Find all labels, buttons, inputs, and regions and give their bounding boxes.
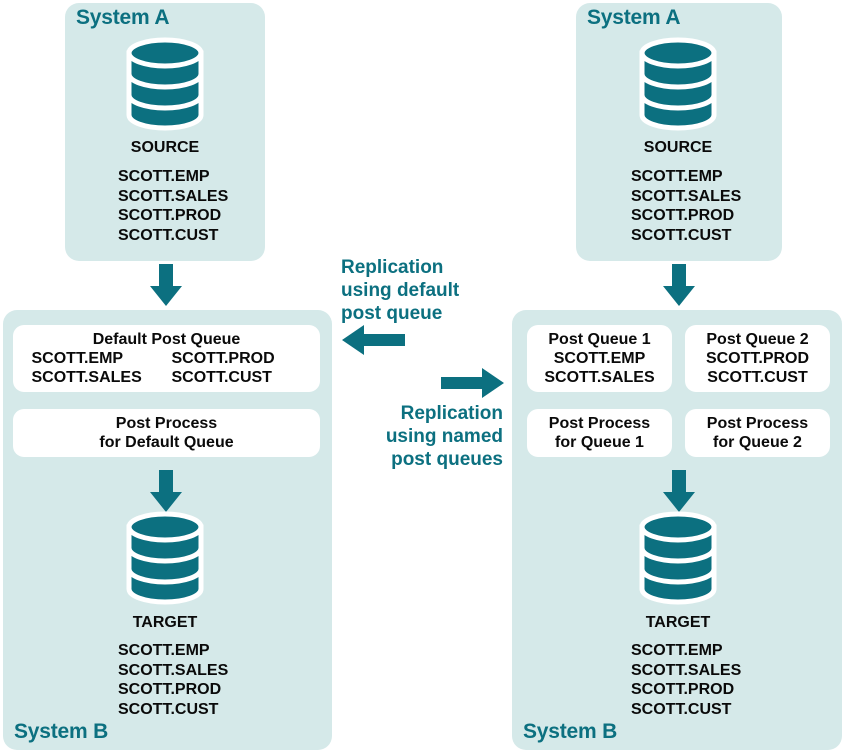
- arrow-down-icon: [660, 264, 698, 306]
- default-post-queue-title: Default Post Queue: [92, 331, 241, 348]
- database-cylinder-icon: [124, 511, 206, 609]
- table-item: SCOTT.PROD: [171, 350, 275, 367]
- arrow-down-icon: [660, 470, 698, 512]
- table-item: SCOTT.CUST: [118, 700, 219, 718]
- panel-left-system-a-title: System A: [76, 6, 170, 29]
- source-label-left: SOURCE: [130, 139, 200, 156]
- default-post-process-box[interactable]: Post Process for Default Queue: [13, 409, 320, 457]
- source-label-right: SOURCE: [643, 139, 713, 156]
- post-queue-1-box[interactable]: Post Queue 1 SCOTT.EMP SCOTT.SALES: [527, 325, 672, 392]
- table-item: SCOTT.EMP: [553, 350, 646, 367]
- post-process-2-line-1: Post Process: [706, 415, 809, 432]
- post-queue-2-title: Post Queue 2: [706, 331, 809, 348]
- table-item: SCOTT.PROD: [118, 207, 222, 224]
- panel-right-system-b-title: System B: [523, 720, 618, 743]
- table-item: SCOTT.PROD: [631, 207, 735, 224]
- target-label-right: TARGET: [645, 614, 711, 631]
- table-item: SCOTT.PROD: [631, 681, 735, 698]
- source-table-list-right: SCOTT.EMP SCOTT.SALES SCOTT.PROD SCOTT.C…: [631, 167, 741, 245]
- arrow-left-icon: [342, 325, 405, 355]
- table-item: SCOTT.CUST: [118, 226, 219, 244]
- table-item: SCOTT.EMP: [118, 168, 210, 185]
- replication-named-line-3: post queues: [391, 449, 503, 470]
- database-cylinder-icon: [637, 37, 719, 135]
- table-item: SCOTT.PROD: [705, 350, 810, 367]
- table-item: SCOTT.EMP: [31, 350, 124, 367]
- target-table-list-left: SCOTT.EMP SCOTT.SALES SCOTT.PROD SCOTT.C…: [118, 641, 228, 719]
- panel-right-system-a-title: System A: [587, 6, 681, 29]
- panel-left-system-b-title: System B: [14, 720, 109, 743]
- replication-default-line-1: Replication: [341, 257, 444, 278]
- table-item: SCOTT.EMP: [118, 642, 210, 659]
- table-item: SCOTT.PROD: [118, 681, 222, 698]
- table-item: SCOTT.CUST: [171, 369, 272, 386]
- table-item: SCOTT.SALES: [31, 369, 142, 386]
- table-item: SCOTT.EMP: [631, 168, 723, 185]
- table-item: SCOTT.SALES: [631, 187, 742, 205]
- target-label-left: TARGET: [132, 614, 198, 631]
- table-item: SCOTT.CUST: [707, 369, 808, 386]
- target-table-list-right: SCOTT.EMP SCOTT.SALES SCOTT.PROD SCOTT.C…: [631, 641, 741, 719]
- table-item: SCOTT.EMP: [631, 642, 723, 659]
- replication-default-label: Replication using default post queue: [341, 256, 459, 325]
- post-process-1-line-1: Post Process: [548, 415, 651, 432]
- table-item: SCOTT.SALES: [544, 369, 655, 386]
- post-process-2-line-2: for Queue 2: [713, 434, 802, 451]
- default-post-queue-tables: SCOTT.EMP SCOTT.SALES SCOTT.PROD SCOTT.C…: [32, 349, 302, 387]
- table-item: SCOTT.SALES: [631, 661, 742, 679]
- table-item: SCOTT.SALES: [118, 187, 229, 205]
- table-item: SCOTT.SALES: [118, 661, 229, 679]
- post-queue-2-box[interactable]: Post Queue 2 SCOTT.PROD SCOTT.CUST: [685, 325, 830, 392]
- replication-named-line-2: using named: [385, 426, 503, 447]
- default-post-queue-box[interactable]: Default Post Queue SCOTT.EMP SCOTT.SALES…: [13, 325, 320, 392]
- replication-named-label: Replication using named post queues: [334, 402, 503, 471]
- post-queue-1-title: Post Queue 1: [548, 331, 651, 348]
- arrow-right-icon: [441, 368, 504, 398]
- post-process-queue-1-box[interactable]: Post Process for Queue 1: [527, 409, 672, 457]
- arrow-down-icon: [147, 470, 185, 512]
- source-table-list-left: SCOTT.EMP SCOTT.SALES SCOTT.PROD SCOTT.C…: [118, 167, 228, 245]
- replication-default-line-3: post queue: [341, 303, 443, 324]
- table-item: SCOTT.CUST: [631, 700, 732, 718]
- database-cylinder-icon: [637, 511, 719, 609]
- replication-default-line-2: using default: [341, 280, 460, 301]
- table-item: SCOTT.CUST: [631, 226, 732, 244]
- replication-named-line-1: Replication: [400, 403, 503, 424]
- database-cylinder-icon: [124, 37, 206, 135]
- arrow-down-icon: [147, 264, 185, 306]
- post-process-1-line-2: for Queue 1: [555, 434, 644, 451]
- post-process-line-1: Post Process: [115, 415, 218, 432]
- post-process-queue-2-box[interactable]: Post Process for Queue 2: [685, 409, 830, 457]
- post-process-line-2: for Default Queue: [99, 434, 234, 451]
